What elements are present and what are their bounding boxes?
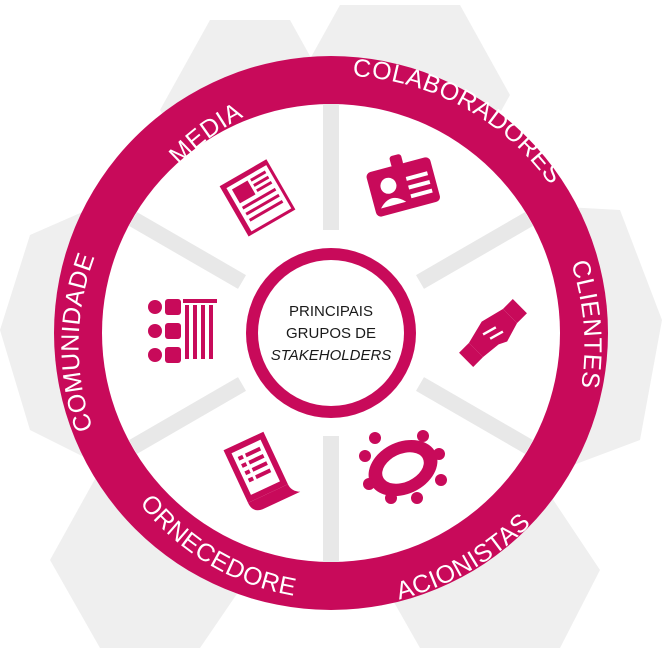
person-leg xyxy=(193,305,197,359)
center-disc xyxy=(258,260,404,406)
person-leg xyxy=(201,305,205,359)
center-line-1: PRINCIPAIS xyxy=(289,303,373,320)
person-head xyxy=(148,300,162,314)
people-group-icon xyxy=(148,299,217,363)
separator-bottom-right xyxy=(415,377,534,454)
newspaper-line xyxy=(256,180,273,193)
handshake-cuff-left xyxy=(459,342,484,367)
person-head xyxy=(148,348,162,362)
badge-photo-body xyxy=(381,197,407,209)
badge-card xyxy=(366,157,440,217)
group-meeting-icon xyxy=(359,430,447,504)
meeting-table-top xyxy=(382,452,424,484)
scroll-line xyxy=(237,454,244,461)
meeting-person xyxy=(433,448,445,460)
meeting-person xyxy=(435,474,447,486)
newspaper-line xyxy=(241,187,277,210)
scroll-line xyxy=(247,476,255,483)
scroll-line xyxy=(241,462,248,468)
newspaper-line xyxy=(250,170,267,182)
handshake-icon xyxy=(459,299,527,367)
handshake-hands xyxy=(468,308,518,358)
person-leg xyxy=(209,305,213,359)
person-body xyxy=(165,299,181,315)
scroll-line xyxy=(244,469,251,476)
badge-photo-head xyxy=(380,177,397,194)
meeting-person xyxy=(411,492,423,504)
badge-line xyxy=(405,171,429,181)
center-line-3: STAKEHOLDERS xyxy=(271,347,392,364)
receipt-scroll-icon xyxy=(223,431,301,511)
scroll-line xyxy=(255,468,272,479)
person-arms xyxy=(183,299,217,303)
person-head xyxy=(148,324,162,338)
newspaper-line xyxy=(253,175,270,187)
scroll-curl xyxy=(248,484,301,511)
meeting-person xyxy=(385,492,397,504)
meeting-person xyxy=(363,478,375,490)
scroll-line xyxy=(251,461,268,472)
id-badge-icon xyxy=(366,154,440,217)
badge-line xyxy=(410,188,433,199)
newspaper-line xyxy=(245,193,280,216)
meeting-person xyxy=(369,432,381,444)
handshake-cuff-right xyxy=(502,299,527,324)
handshake-fingers xyxy=(482,326,504,340)
scroll-line xyxy=(248,454,265,465)
scroll-line xyxy=(244,446,262,458)
newspaper-photo xyxy=(231,180,256,204)
badge-line xyxy=(408,179,431,190)
meeting-person xyxy=(417,430,429,442)
person-body xyxy=(165,323,181,339)
meeting-person xyxy=(359,450,371,462)
separator-bottom-left xyxy=(128,377,247,454)
wedge-separators xyxy=(128,104,534,562)
separator-top-right xyxy=(415,212,534,289)
newspaper-line xyxy=(248,199,284,222)
center-line-2: GRUPOS DE xyxy=(286,325,376,342)
person-body xyxy=(165,347,181,363)
newspaper-icon xyxy=(219,159,296,237)
person-leg xyxy=(185,305,189,359)
separator-top-left xyxy=(128,212,247,289)
